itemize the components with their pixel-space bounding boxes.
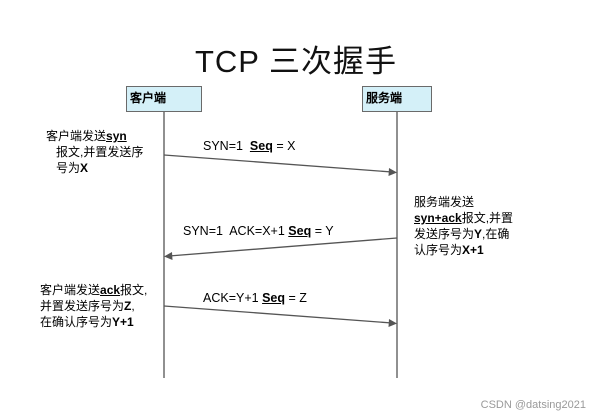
server-label: 服务端 xyxy=(366,91,403,105)
note-client-ack: 客户端发送ack报文, 并置发送序号为Z, 在确认序号为Y+1 xyxy=(40,283,148,329)
client-label: 客户端 xyxy=(130,91,167,105)
arrow-syn-ack xyxy=(168,237,398,257)
note-server-syn-ack: 服务端发送 syn+ack报文,并置 发送序号为Y,在确 认序号为X+1 xyxy=(414,195,514,257)
arrow-ack xyxy=(163,305,393,324)
note-client-syn: 客户端发送syn 报文,并置发送序 号为X xyxy=(46,129,144,175)
message-syn-ack: SYN=1 ACK=X+1 Seq = Y xyxy=(183,224,334,238)
server-box: 服务端 xyxy=(362,86,432,112)
arrow-syn xyxy=(163,154,393,173)
arrow-ack-head xyxy=(388,319,397,327)
message-syn: SYN=1 Seq = X xyxy=(203,139,296,153)
client-box: 客户端 xyxy=(126,86,202,112)
page-title: TCP 三次握手 xyxy=(194,44,398,79)
arrow-syn-head xyxy=(388,168,397,176)
arrow-syn-ack-head xyxy=(164,252,173,260)
watermark: CSDN @datsing2021 xyxy=(480,399,586,411)
message-ack: ACK=Y+1 Seq = Z xyxy=(203,291,307,305)
